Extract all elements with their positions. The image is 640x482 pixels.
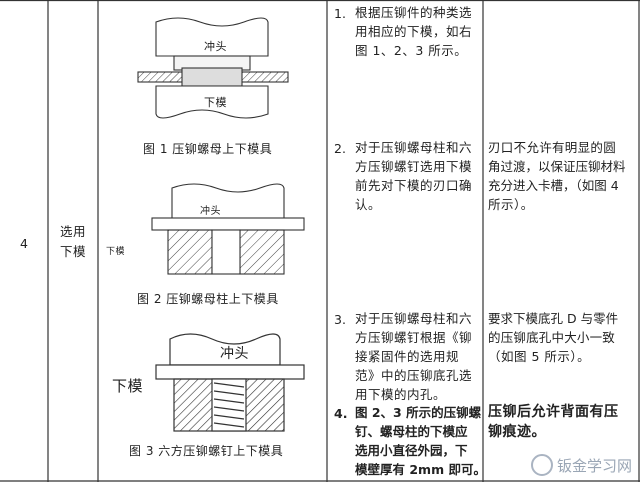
figure-1-punch-label: 冲头 [204,40,227,53]
item-2-number: 2. [334,141,346,156]
note-2-line: 要求下模底孔 D 与零件 [488,311,619,326]
item-4-line: 选用小直径外园，下 [355,443,468,458]
figure-3-caption: 图 3 六方压铆螺钉上下模具 [129,444,284,458]
item-3-number: 3. [334,312,346,327]
figure-2-punch-label: 冲头 [200,206,221,217]
row-label-line1: 选用 [60,224,87,239]
item-2-line: 认。 [355,197,382,212]
note-2-line: 的压铆底孔中大小一致 [488,330,616,345]
figure-2-die-label: 下模 [106,247,126,257]
figure-3-drawing [155,333,305,432]
item-4-number: 4. [334,406,348,421]
item-3-line: 范》中的压铆底孔选 [355,368,473,383]
note-3-line: 铆痕迹。 [488,424,546,440]
watermark-text: 钣金学习网 [556,456,632,475]
item-3-line: 方压铆螺钉根据《铆 [355,330,473,345]
row-number: 4 [20,236,28,251]
item-3-line: 对于压铆螺母柱和六 [355,311,473,326]
item-1-line: 用相应的下模，如右 [355,24,473,39]
note-3-line: 压铆后允许背面有压 [488,404,619,420]
item-2-line: 前先对下模的刃口确 [355,178,473,193]
figure-3-punch-label: 冲头 [220,346,249,362]
figure-1-drawing [137,17,289,119]
item-3-line: 用下模的内孔。 [355,387,447,402]
item-1-line: 根据压铆件的种类选 [355,5,473,20]
item-4-line: 图 2、3 所示的压铆螺 [355,405,482,420]
figure-3-die-label: 下模 [112,377,144,395]
note-1-line: 充分进入卡槽，（如图 4 [488,178,619,193]
item-2-line: 方压铆螺钉选用下模 [355,159,473,174]
item-2-line: 对于压铆螺母柱和六 [355,140,473,155]
row-label-line2: 下模 [60,244,87,259]
figure-2-drawing [151,183,305,275]
item-1-line: 图 1、2、3 所示。 [355,43,468,58]
item-4-line: 钉、螺母柱的下模应 [355,424,468,439]
watermark: 钣金学习网 [530,454,632,476]
item-4-line: 模壁厚有 2mm 即可。 [355,462,486,477]
note-1-line: 角过渡，以保证压铆材料 [488,159,626,174]
figure-2-caption: 图 2 压铆螺母柱上下模具 [137,292,279,306]
item-3-line: 接紧固件的选用规 [355,349,460,364]
note-2-line: （如图 5 所示）。 [488,349,591,364]
figure-1-caption: 图 1 压铆螺母上下模具 [143,142,273,156]
figure-1-die-label: 下模 [204,96,227,109]
note-1-line: 刃口不允许有明显的圆 [488,140,617,155]
note-1-line: 所示）。 [488,197,534,212]
item-1-number: 1. [334,6,346,21]
watermark-logo-icon [530,454,553,476]
